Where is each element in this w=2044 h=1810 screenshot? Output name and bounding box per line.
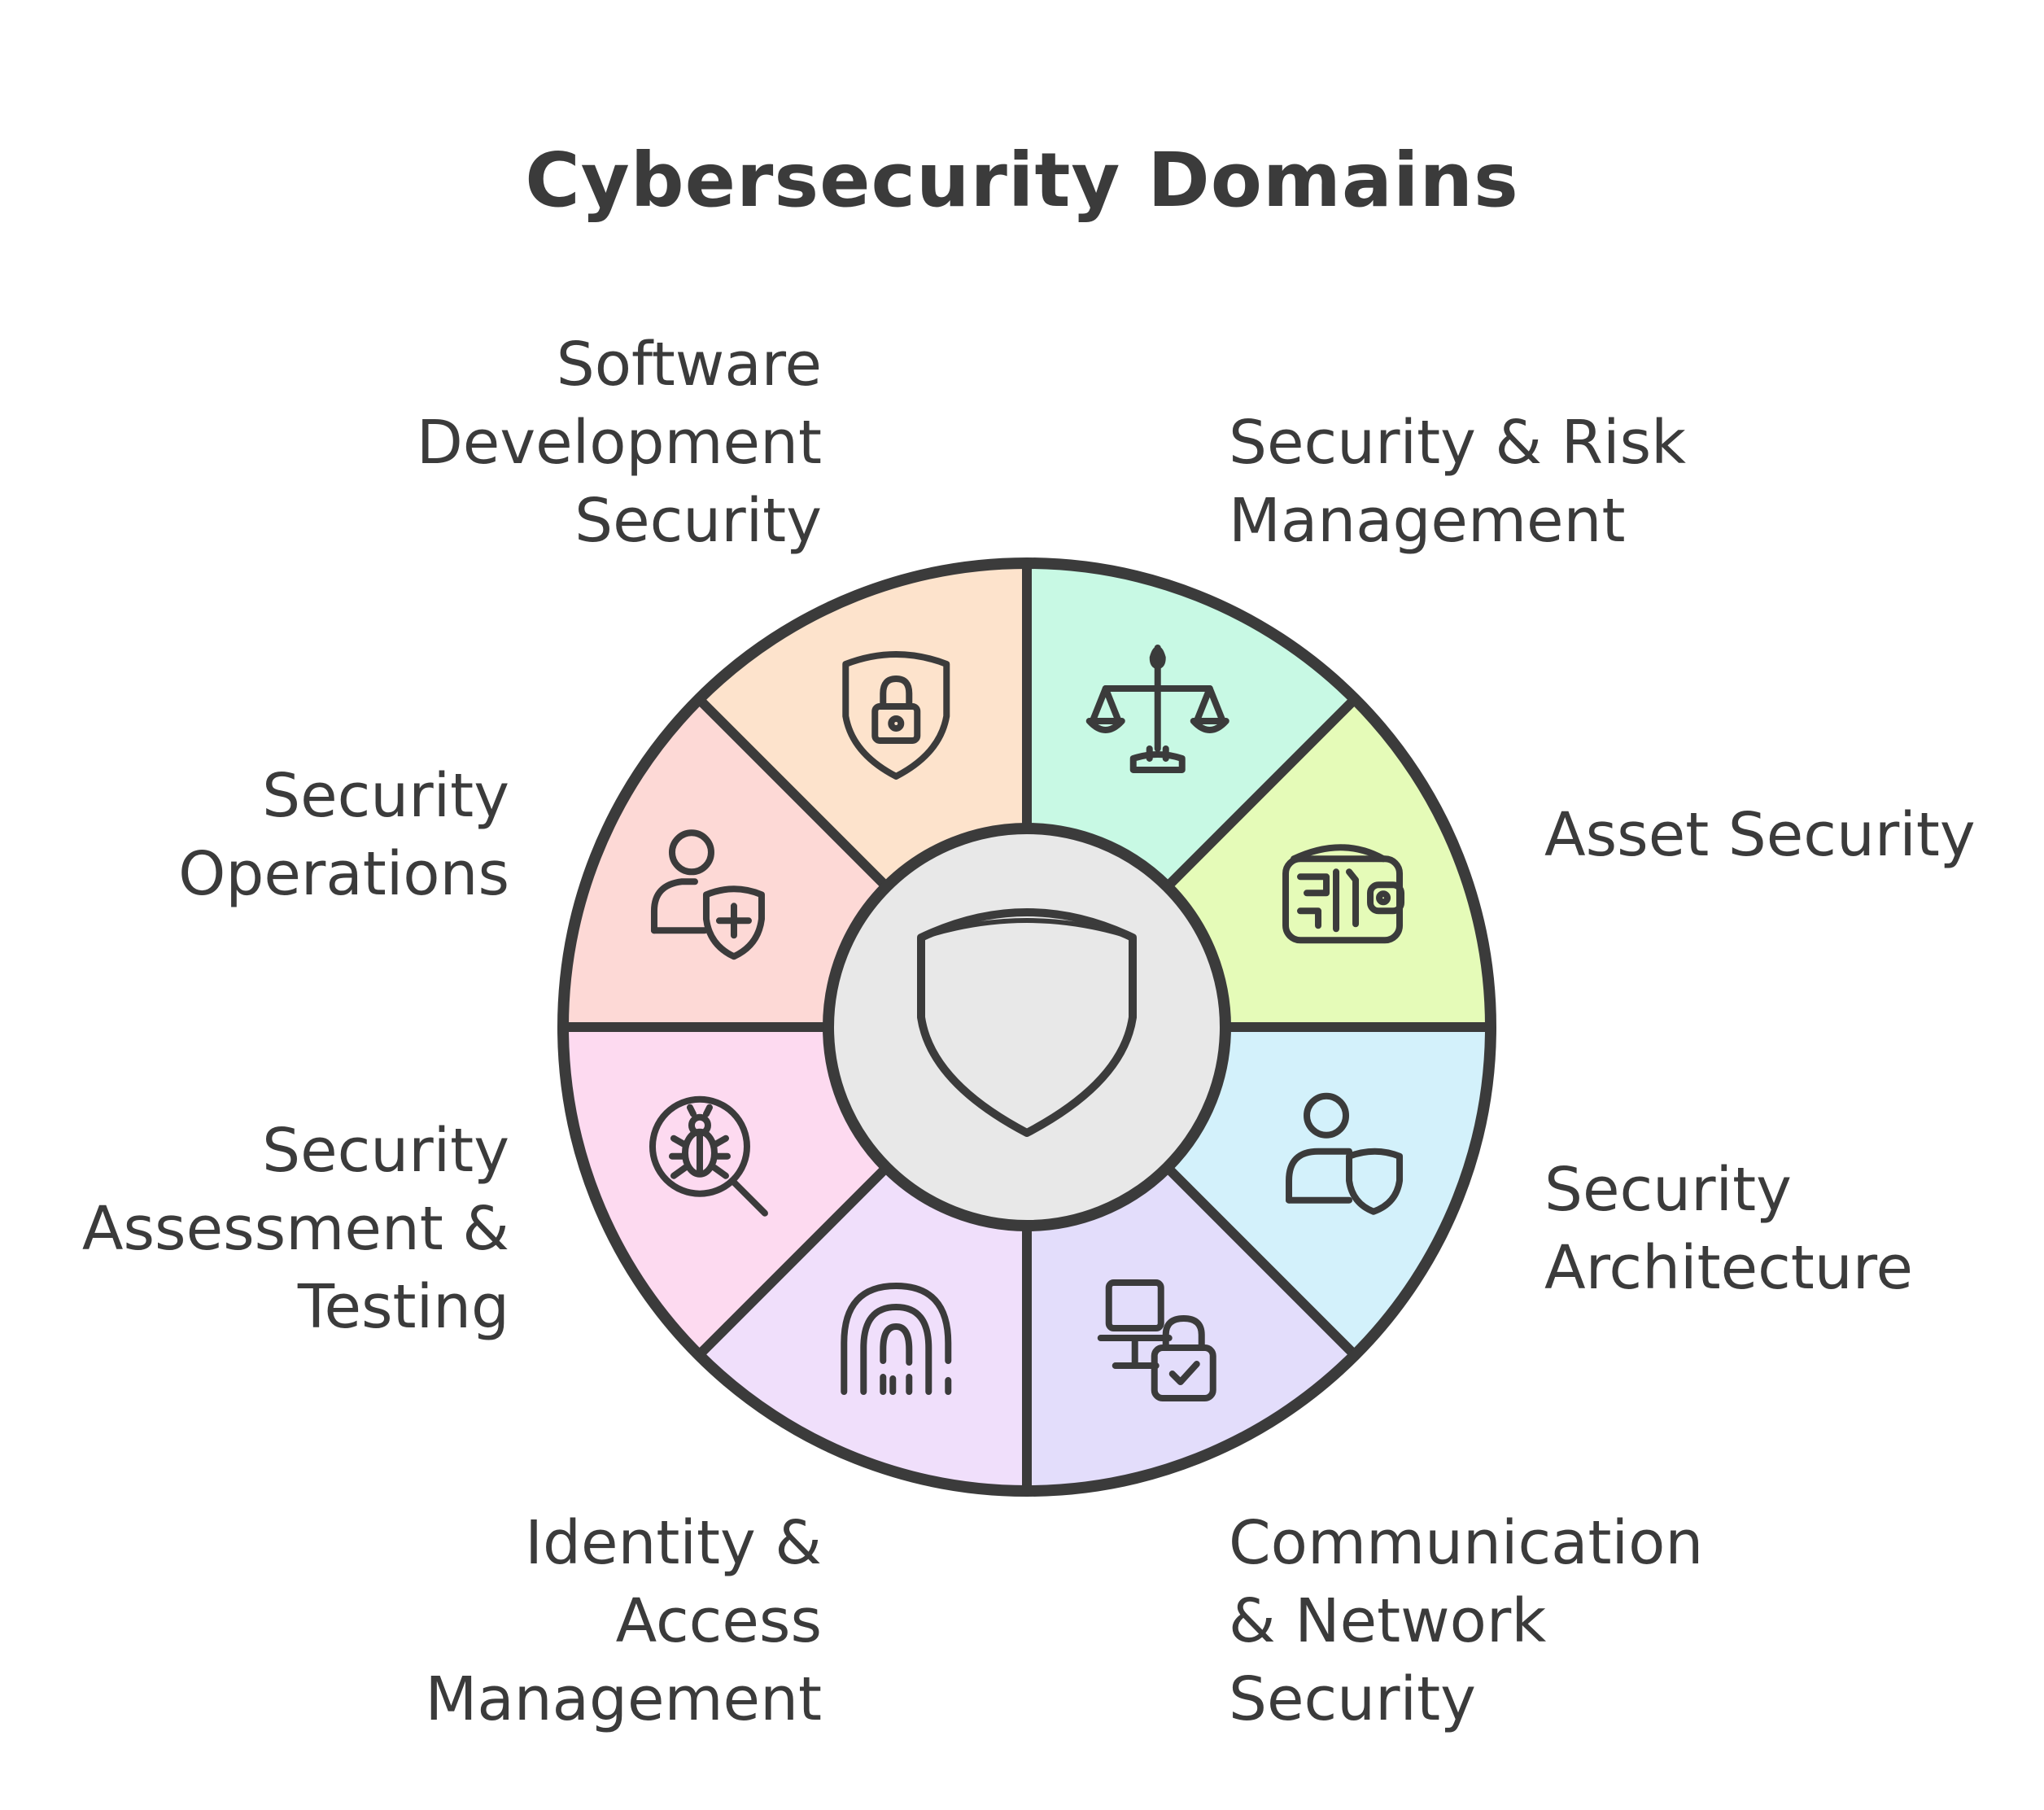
label-identity-access-management: Identity & Access Management: [426, 1504, 822, 1738]
label-line: Asset Security: [1544, 800, 1976, 870]
sector-security-assessment-testing: [563, 1027, 887, 1356]
center-circle: [823, 823, 1231, 1231]
fingerprint-icon: [841, 1283, 952, 1396]
label-line: & Network: [1229, 1586, 1547, 1656]
sector-divider: [693, 1162, 892, 1361]
sector-divider: [1162, 1162, 1360, 1361]
user-shield-icon: [1286, 1092, 1404, 1215]
label-communication-network-security: Communication & Network Security: [1229, 1504, 1703, 1738]
label-line: Operations: [178, 839, 509, 909]
label-line: Architecture: [1544, 1233, 1914, 1303]
sector-divider: [693, 693, 892, 892]
label-line: Communication: [1229, 1508, 1704, 1578]
label-line: Assessment &: [81, 1194, 509, 1264]
label-line: Security: [1544, 1155, 1792, 1225]
label-security-operations: Security Operations: [178, 757, 509, 913]
shield-icon: [917, 908, 1137, 1137]
user-shield-plus-icon: [650, 829, 765, 960]
wheel-outer-ring: [557, 557, 1496, 1497]
label-security-assessment-testing: Security Assessment & Testing: [82, 1112, 509, 1346]
sector-communication-network-security: [1027, 1167, 1356, 1491]
label-line: Security: [574, 486, 822, 556]
label-asset-security: Asset Security: [1544, 796, 1976, 874]
label-line: Identity &: [525, 1508, 822, 1578]
label-line: Management: [1229, 486, 1626, 556]
label-security-risk-management: Security & Risk Management: [1229, 404, 1686, 560]
diagram-title: Cybersecurity Domains: [525, 137, 1519, 224]
label-line: Software: [556, 330, 822, 400]
wheel-dividers: [558, 558, 1496, 1496]
label-security-architecture: Security Architecture: [1544, 1151, 1913, 1307]
sector-divider: [1162, 693, 1360, 892]
sector-security-operations: [563, 698, 887, 1027]
label-line: Security & Risk: [1229, 408, 1687, 478]
label-line: Security: [1229, 1664, 1476, 1734]
sector-security-risk-management: [1027, 563, 1356, 887]
sector-security-architecture: [1167, 1027, 1491, 1356]
shield-lock-icon: [842, 650, 950, 780]
label-line: Management: [425, 1664, 822, 1734]
balance-scale-icon: [1085, 644, 1229, 773]
label-line: Security: [262, 761, 509, 831]
label-line: Security: [262, 1116, 509, 1186]
label-line: Development: [416, 408, 822, 478]
bug-search-icon: [649, 1095, 768, 1217]
sector-asset-security: [1167, 698, 1491, 1027]
computer-lock-icon: [1097, 1279, 1216, 1402]
label-line: Testing: [297, 1272, 509, 1342]
label-line: Access: [615, 1586, 822, 1656]
label-software-development-security: Software Development Security: [417, 326, 822, 560]
wallet-icon: [1282, 844, 1405, 944]
